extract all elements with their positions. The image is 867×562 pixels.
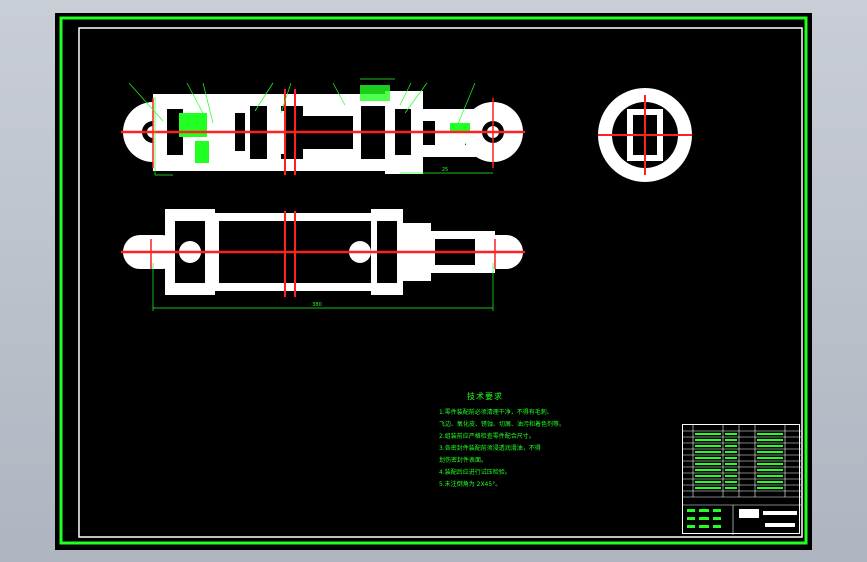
requirement-line: 2.组装前应严格检查零件配合尺寸。 (439, 433, 535, 440)
requirement-line: 4.装配后应进行试压检验。 (439, 469, 511, 476)
cylinder-front-view (121, 209, 525, 311)
cad-drawing: 380 25 (59, 16, 808, 545)
requirement-line: 5.未注倒角为 2X45°。 (439, 481, 502, 488)
overall-length-dimension: 380 (312, 302, 322, 308)
top-view-dimension: 25 (442, 167, 448, 173)
outer-frame (59, 16, 808, 545)
drawing-sheet: 380 25 技术要求 1.零件装配前必须清理干净，不得有毛刺、 飞边、氧化皮、… (55, 13, 812, 550)
requirement-line: 3.各密封件装配前须浸透润滑油，不得 (439, 445, 541, 452)
cylinder-end-view (598, 88, 692, 182)
requirement-line: 飞边、氧化皮、锈蚀、切屑、油污和着色剂等。 (439, 421, 566, 428)
technical-requirements-title: 技术要求 (467, 392, 503, 401)
cylinder-section-view (121, 78, 525, 176)
title-block (682, 424, 801, 535)
inner-frame (78, 27, 803, 538)
requirement-line: 划伤密封件表面。 (439, 457, 488, 464)
title-block-graphic (683, 425, 801, 535)
requirement-line: 1.零件装配前必须清理干净，不得有毛刺、 (439, 409, 553, 416)
